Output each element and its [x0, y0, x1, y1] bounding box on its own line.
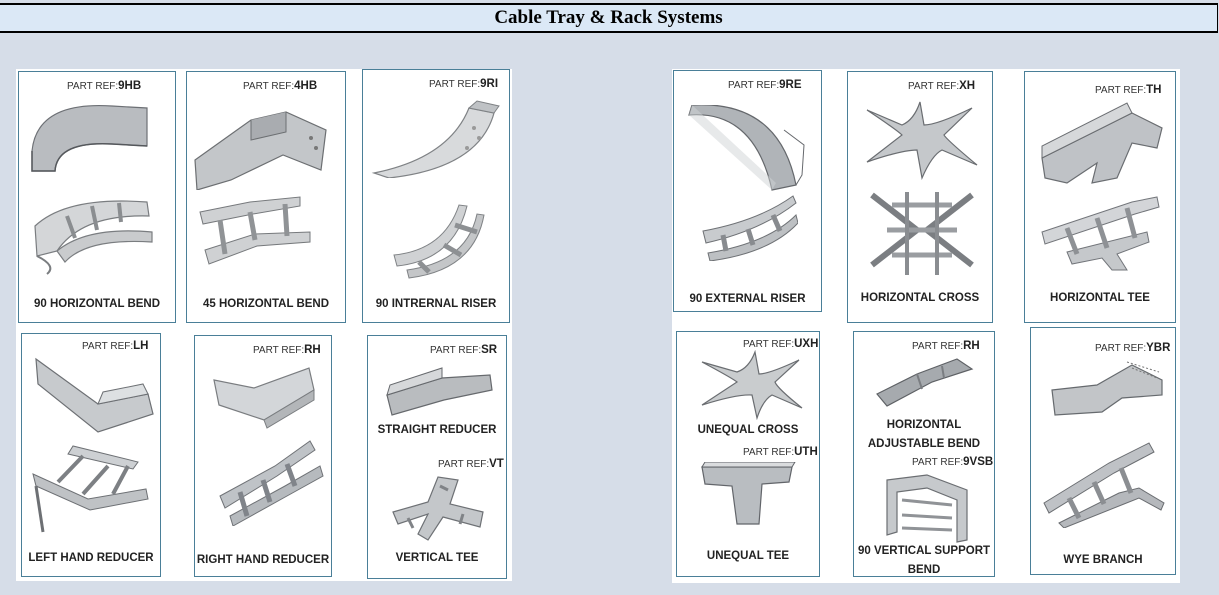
solid-cross-icon [862, 100, 982, 180]
unequal-tee-icon [697, 462, 797, 527]
solid-tray-45-bend-icon [191, 100, 341, 190]
product-card-straight-reducer-vertical-tee[interactable]: PART REF:SR STRAIGHT REDUCER PART REF:VT… [367, 335, 507, 579]
product-card-90-external-riser[interactable]: PART REF:9RE 90 EXTERNAL RISER [673, 70, 822, 312]
product-card-left-hand-reducer[interactable]: PART REF:LH LEFT HAND REDUCER [21, 333, 161, 577]
part-ref: PART REF:TH [1095, 84, 1162, 96]
part-ref: PART REF:UXH [743, 338, 819, 350]
solid-right-reducer-icon [209, 360, 319, 430]
page-title: Cable Tray & Rack Systems [0, 3, 1218, 33]
part-ref: PART REF:9RI [429, 78, 499, 90]
product-label: WYE BRANCH [1063, 554, 1143, 566]
product-card-45-horizontal-bend[interactable]: PART REF:4HB 45 HORIZONTAL BEND [186, 71, 346, 323]
part-ref: PART REF:4HB [243, 80, 318, 92]
part-ref: PART REF:9HB [67, 80, 142, 92]
product-label: HORIZONTAL TEE [1050, 292, 1150, 304]
part-ref: PART REF:YBR [1095, 342, 1171, 354]
part-ref: PART REF:RH [912, 340, 980, 352]
part-ref: PART REF:SR [430, 344, 498, 356]
product-label: STRAIGHT REDUCER [377, 424, 497, 436]
product-card-adjustable-bend-vertical-support-bend[interactable]: PART REF:RH HORIZONTAL ADJUSTABLE BEND P… [853, 331, 995, 577]
vertical-support-bend-icon [882, 470, 972, 545]
product-card-unequal-cross-unequal-tee[interactable]: PART REF:UXH UNEQUAL CROSS PART REF:UTH … [676, 331, 820, 577]
left-catalog-panel: PART REF:9HB 90 HORIZONTAL BEND PART REF… [16, 69, 512, 581]
product-label: HORIZONTAL CROSS [860, 292, 980, 304]
part-ref: PART REF:XH [908, 80, 976, 92]
product-label: 90 INTRERNAL RISER [375, 298, 497, 310]
ladder-cross-icon [862, 190, 982, 280]
product-label: 90 HORIZONTAL BEND [33, 298, 161, 310]
solid-tee-icon [1037, 98, 1167, 188]
product-label: LEFT HAND REDUCER [28, 552, 154, 564]
unequal-cross-icon [697, 350, 807, 420]
part-ref-secondary: PART REF:UTH [743, 446, 818, 458]
product-label: UNEQUAL CROSS [697, 424, 799, 436]
ladder-reducer-icon [28, 444, 158, 534]
straight-reducer-icon [382, 360, 497, 420]
ladder-tee-icon [1037, 192, 1167, 272]
part-ref-secondary: PART REF:VT [438, 458, 504, 470]
product-card-horizontal-tee[interactable]: PART REF:TH HORIZONTAL TEE [1024, 71, 1176, 323]
part-ref: PART REF:RH [253, 344, 321, 356]
right-catalog-panel: PART REF:9RE 90 EXTERNAL RISER PART REF:… [672, 69, 1180, 583]
adjustable-bend-icon [872, 354, 977, 409]
solid-reducer-icon [28, 354, 158, 434]
product-card-right-hand-reducer[interactable]: PART REF:RH RIGHT HAND REDUCER [194, 335, 332, 577]
product-label: RIGHT HAND REDUCER [196, 554, 330, 566]
vertical-tee-icon [388, 472, 488, 542]
ladder-bend-icon [27, 196, 167, 276]
riser-tray-icon [369, 98, 505, 178]
product-label: 90 EXTERNAL RISER [689, 293, 806, 305]
product-label: HORIZONTAL ADJUSTABLE BEND [867, 419, 981, 450]
solid-tray-bend-icon [27, 96, 167, 206]
solid-wye-icon [1047, 360, 1167, 420]
riser-ladder-icon [389, 200, 489, 280]
external-riser-tray-icon [684, 105, 814, 195]
product-card-90-horizontal-bend[interactable]: PART REF:9HB 90 HORIZONTAL BEND [18, 71, 176, 323]
external-riser-ladder-icon [698, 191, 798, 261]
ladder-wye-icon [1039, 438, 1169, 528]
product-card-90-internal-riser[interactable]: PART REF:9RI 90 INTRERNAL RISER [362, 69, 510, 323]
part-ref-secondary: PART REF:9VSB [912, 456, 994, 468]
part-ref: PART REF:LH [82, 340, 149, 352]
part-ref: PART REF:9RE [728, 79, 802, 91]
ladder-45-bend-icon [195, 192, 335, 272]
product-label: 45 HORIZONTAL BEND [202, 298, 330, 310]
product-label-secondary: 90 VERTICAL SUPPORT BEND [857, 545, 991, 576]
product-label-secondary: VERTICAL TEE [395, 552, 479, 564]
product-card-wye-branch[interactable]: PART REF:YBR WYE BRANCH [1030, 327, 1176, 575]
product-card-horizontal-cross[interactable]: PART REF:XH HORIZONTAL CROSS [847, 71, 993, 323]
product-label-secondary: UNEQUAL TEE [706, 550, 790, 562]
ladder-right-reducer-icon [215, 436, 325, 526]
